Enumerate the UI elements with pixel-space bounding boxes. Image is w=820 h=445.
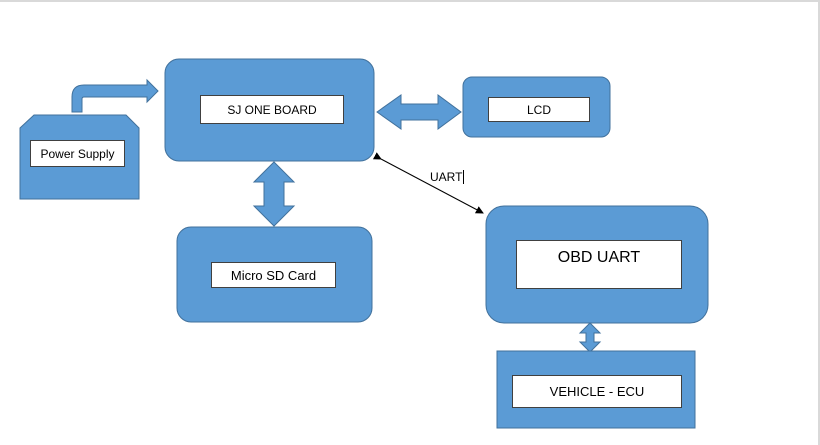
board-lcd-double-arrow xyxy=(376,94,462,130)
frame-border-right xyxy=(818,0,820,445)
obd-uart-label: OBD UART xyxy=(516,240,682,289)
lcd-label: LCD xyxy=(488,97,590,122)
obd-ecu-double-arrow xyxy=(578,322,602,353)
power-arrow xyxy=(71,78,159,113)
board-sd-double-arrow xyxy=(252,161,296,227)
vehicle-ecu-label: VEHICLE - ECU xyxy=(512,375,682,408)
sj-one-board-label: SJ ONE BOARD xyxy=(200,95,344,124)
power-supply-label: Power Supply xyxy=(30,140,125,167)
frame-border-top xyxy=(0,0,820,2)
uart-edge-label: UART xyxy=(430,170,463,184)
text-cursor xyxy=(463,170,464,184)
uart-connector xyxy=(372,152,484,214)
micro-sd-label: Micro SD Card xyxy=(211,262,336,288)
